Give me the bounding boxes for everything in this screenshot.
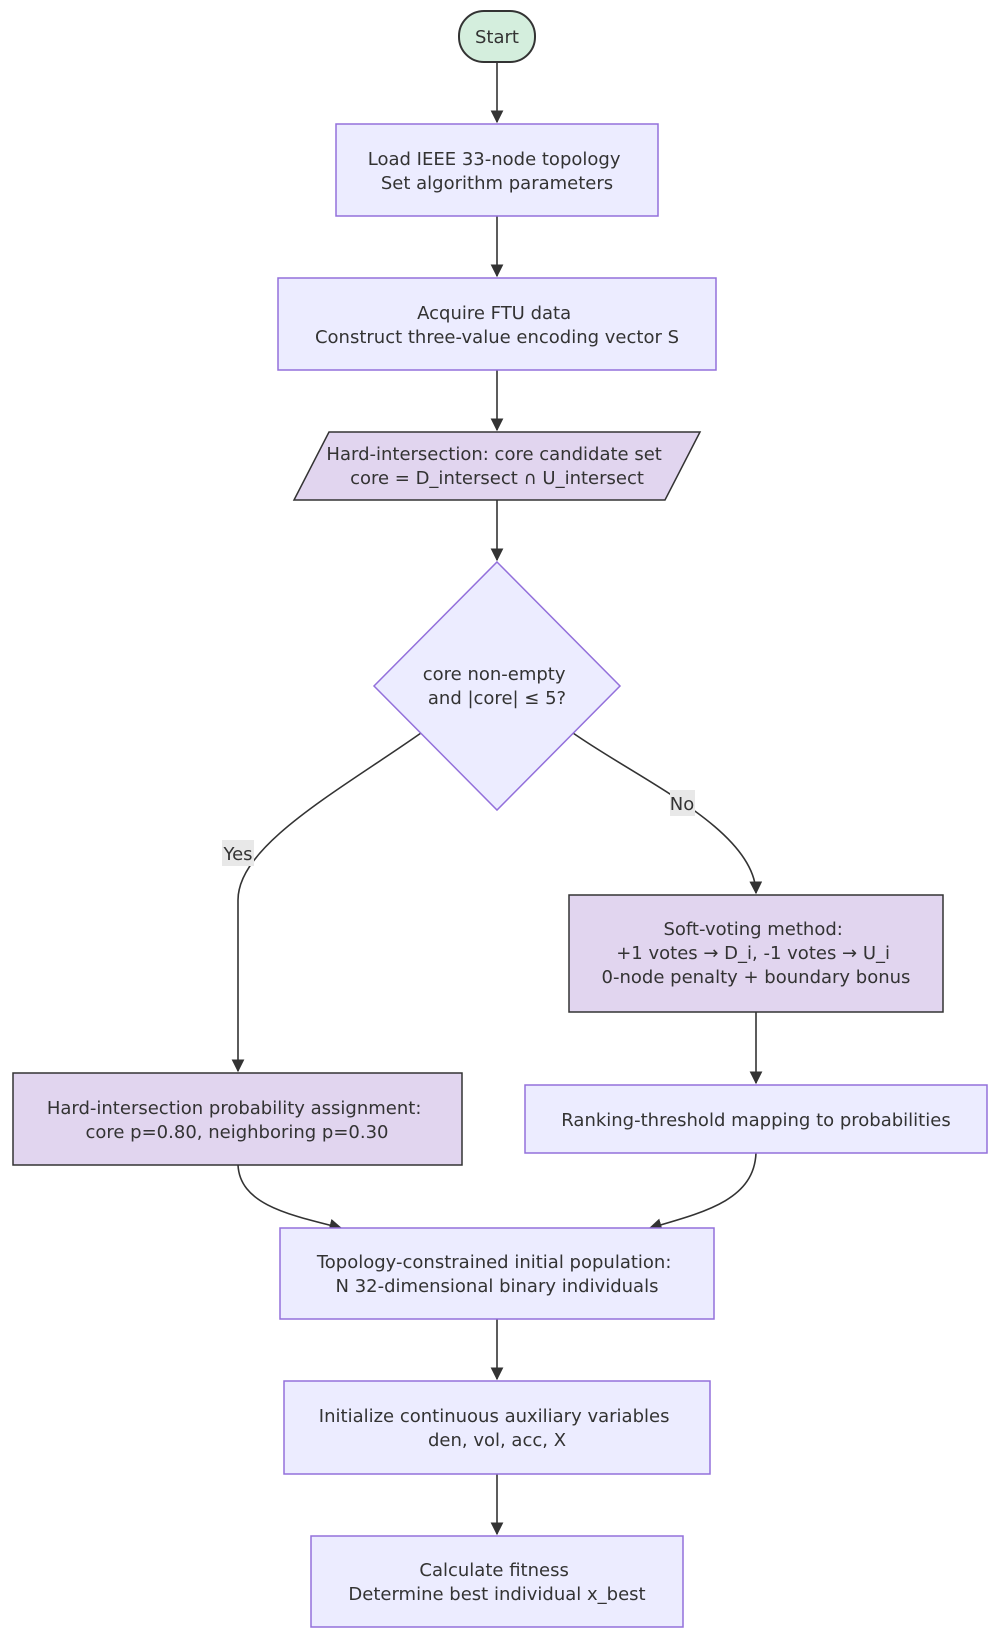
node-acquire-text: Acquire FTU data Construct three-value e… bbox=[315, 303, 679, 348]
node-fitness-line-1: Calculate fitness bbox=[419, 1560, 568, 1581]
edge-label-yes-text: Yes bbox=[222, 844, 252, 865]
node-fitness-text: Calculate fitness Determine best individ… bbox=[348, 1560, 645, 1605]
node-population-text: Topology-constrained initial population:… bbox=[316, 1252, 677, 1297]
node-hard-prob-line-2: core p=0.80, neighboring p=0.30 bbox=[85, 1122, 388, 1143]
node-hard-prob-shape bbox=[12, 1072, 463, 1166]
node-soft-voting-line-1: Soft-voting method: bbox=[663, 919, 842, 940]
node-load-text: Load IEEE 33-node topology Set algorithm… bbox=[368, 149, 626, 194]
node-init-vars-line-1: Initialize continuous auxiliary variable… bbox=[319, 1406, 670, 1427]
node-decision-line-2: and |core| ≤ 5? bbox=[428, 688, 566, 709]
node-population-shape bbox=[279, 1227, 715, 1320]
node-population-line-2: N 32-dimensional binary individuals bbox=[336, 1276, 659, 1297]
node-hard-intersection-line-1: Hard-intersection: core candidate set bbox=[326, 444, 661, 465]
node-decision-text: core non-empty and |core| ≤ 5? bbox=[423, 664, 572, 709]
node-fitness: Calculate fitness Determine best individ… bbox=[310, 1535, 684, 1628]
node-fitness-shape bbox=[310, 1535, 684, 1628]
edge-label-yes-bg bbox=[222, 840, 254, 866]
node-acquire-line-1: Acquire FTU data bbox=[417, 303, 571, 324]
node-hard-intersection-line-2: core = D_intersect ∩ U_intersect bbox=[350, 468, 644, 489]
node-fitness-line-2: Determine best individual x_best bbox=[348, 1584, 645, 1605]
edge-ranking-to-population bbox=[648, 1152, 757, 1231]
node-start: Start bbox=[458, 10, 536, 63]
node-init-vars-text: Initialize continuous auxiliary variable… bbox=[319, 1406, 675, 1451]
node-init-vars-shape bbox=[283, 1380, 711, 1475]
node-start-text: Start bbox=[475, 27, 519, 48]
node-acquire: Acquire FTU data Construct three-value e… bbox=[277, 277, 717, 371]
node-ranking: Ranking-threshold mapping to probabiliti… bbox=[524, 1084, 988, 1154]
node-ranking-shape bbox=[524, 1084, 988, 1154]
node-soft-voting-text: Soft-voting method: +1 votes → D_i, -1 v… bbox=[602, 919, 911, 988]
node-decision: core non-empty and |core| ≤ 5? bbox=[372, 560, 622, 812]
node-soft-voting-line-2: +1 votes → D_i, -1 votes → U_i bbox=[616, 943, 890, 964]
node-start-shape bbox=[458, 10, 536, 63]
edge-label-no: No bbox=[670, 790, 695, 816]
node-init-vars: Initialize continuous auxiliary variable… bbox=[283, 1380, 711, 1475]
node-load: Load IEEE 33-node topology Set algorithm… bbox=[335, 123, 659, 217]
edge-decision-yes bbox=[231, 732, 422, 1073]
edge-label-no-text: No bbox=[670, 794, 694, 815]
edge-label-yes: Yes bbox=[222, 840, 254, 866]
node-load-line-1: Load IEEE 33-node topology bbox=[368, 149, 621, 170]
node-hard-intersection-shape bbox=[292, 431, 702, 501]
node-ranking-line-1: Ranking-threshold mapping to probabiliti… bbox=[561, 1110, 950, 1131]
node-init-vars-line-2: den, vol, acc, X bbox=[428, 1430, 566, 1451]
node-decision-shape bbox=[372, 560, 622, 812]
node-load-shape bbox=[335, 123, 659, 217]
node-population-line-1: Topology-constrained initial population: bbox=[316, 1252, 672, 1273]
node-population: Topology-constrained initial population:… bbox=[279, 1227, 715, 1320]
node-acquire-shape bbox=[277, 277, 717, 371]
node-soft-voting-line-3: 0-node penalty + boundary bonus bbox=[602, 967, 911, 988]
node-acquire-line-2: Construct three-value encoding vector S bbox=[315, 327, 679, 348]
node-load-line-2: Set algorithm parameters bbox=[381, 173, 613, 194]
node-hard-intersection: Hard-intersection: core candidate set co… bbox=[292, 431, 702, 501]
node-soft-voting: Soft-voting method: +1 votes → D_i, -1 v… bbox=[568, 894, 944, 1013]
node-decision-line-1: core non-empty bbox=[423, 664, 566, 685]
edge-decision-no bbox=[572, 732, 763, 895]
node-start-line-1: Start bbox=[475, 27, 519, 48]
edge-label-no-bg bbox=[670, 790, 695, 816]
node-soft-voting-shape bbox=[568, 894, 944, 1013]
node-hard-prob-line-1: Hard-intersection probability assignment… bbox=[47, 1098, 422, 1119]
edge-hard-prob-to-population bbox=[237, 1164, 343, 1232]
node-hard-prob: Hard-intersection probability assignment… bbox=[12, 1072, 463, 1166]
node-hard-prob-text: Hard-intersection probability assignment… bbox=[47, 1098, 427, 1143]
node-hard-intersection-text: Hard-intersection: core candidate set co… bbox=[326, 444, 667, 489]
node-ranking-text: Ranking-threshold mapping to probabiliti… bbox=[561, 1110, 950, 1131]
